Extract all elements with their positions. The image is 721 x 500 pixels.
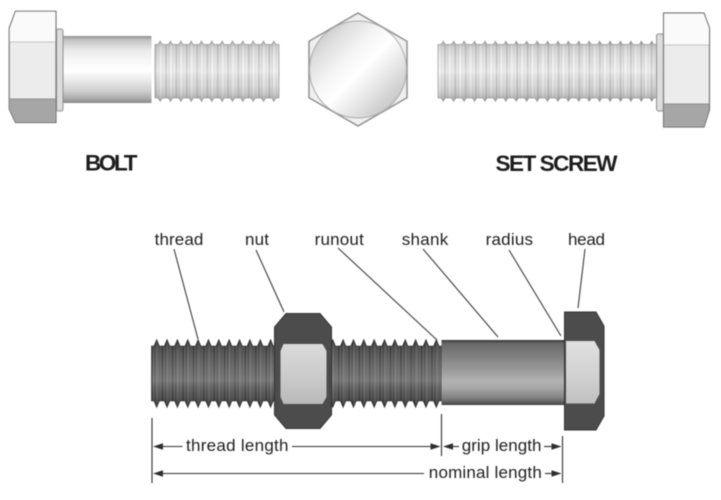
svg-text:nut: nut: [245, 230, 269, 249]
svg-text:thread length: thread length: [186, 436, 289, 455]
svg-text:radius: radius: [486, 230, 533, 249]
svg-text:head: head: [568, 230, 605, 249]
svg-text:thread: thread: [155, 230, 204, 249]
svg-text:nominal length: nominal length: [429, 463, 542, 482]
svg-text:grip length: grip length: [462, 436, 542, 455]
svg-text:runout: runout: [315, 230, 364, 249]
svg-text:BOLT: BOLT: [85, 151, 138, 176]
svg-text:shank: shank: [402, 230, 449, 249]
svg-text:SET SCREW: SET SCREW: [496, 151, 619, 176]
